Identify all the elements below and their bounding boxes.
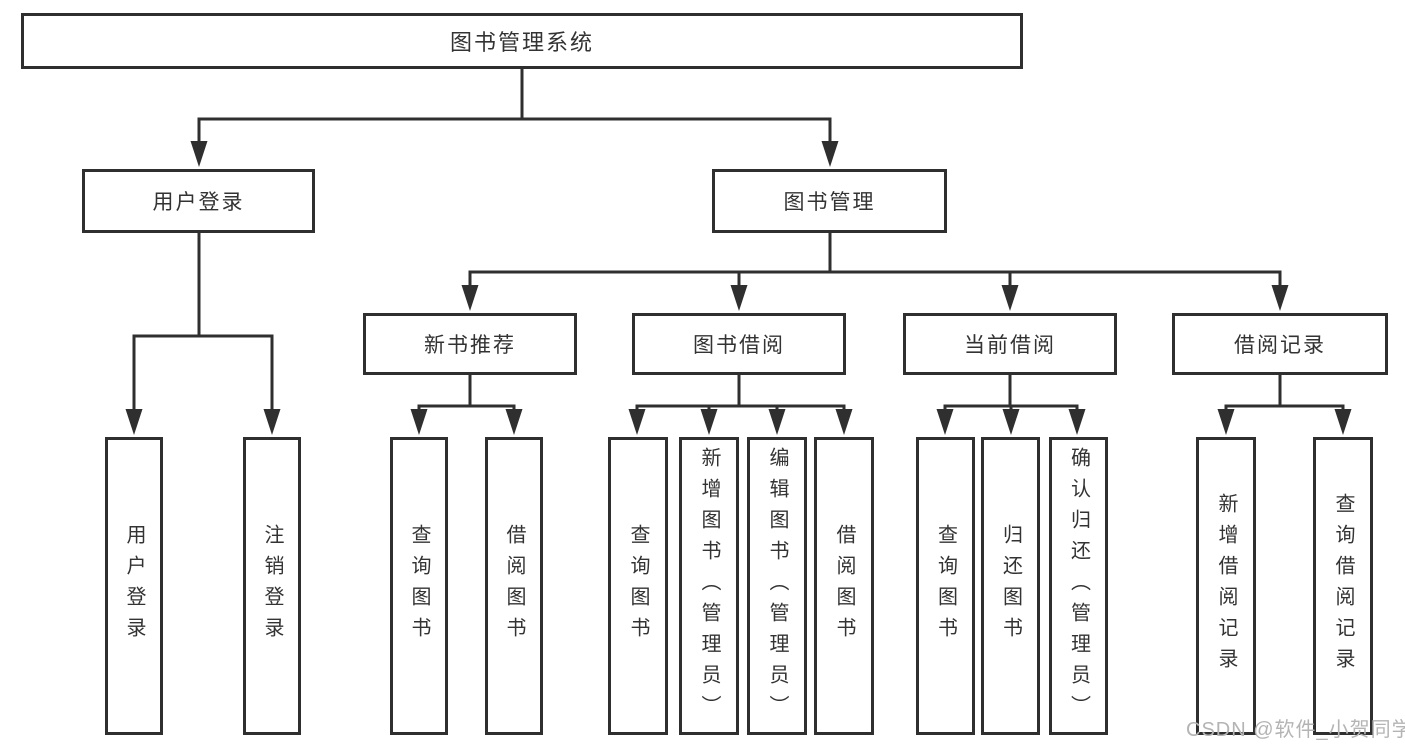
leaf-query-books-current: 查询图书 [916, 437, 975, 735]
leaf-return-books: 归还图书 [981, 437, 1040, 735]
connector-new-book-recommendation-to-leaves [410, 375, 523, 435]
connector-book-borrowing-to-leaves [628, 375, 853, 435]
connector-book-management-to-level3 [461, 233, 1289, 311]
leaf-confirm-return-admin: 确认归还（管理员） [1049, 437, 1108, 735]
node-borrowing-records: 借阅记录 [1172, 313, 1388, 375]
node-current-borrowing: 当前借阅 [903, 313, 1117, 375]
node-book-borrowing: 图书借阅 [632, 313, 846, 375]
connector-borrowing-records-to-leaves [1217, 375, 1352, 435]
connector-root-to-level2 [190, 69, 839, 167]
node-library-management-system: 图书管理系统 [21, 13, 1023, 69]
node-user-login: 用户登录 [82, 169, 315, 233]
leaf-query-borrowing-record: 查询借阅记录 [1313, 437, 1373, 735]
connector-current-borrowing-to-leaves [936, 375, 1086, 435]
leaf-add-borrowing-record: 新增借阅记录 [1196, 437, 1256, 735]
connector-user-login-to-leaves [125, 233, 281, 435]
leaf-borrow-books-borrowing: 借阅图书 [814, 437, 874, 735]
node-book-management: 图书管理 [712, 169, 947, 233]
node-new-book-recommendation: 新书推荐 [363, 313, 577, 375]
watermark: CSDN @软件_小贺同学 [1186, 719, 1405, 741]
leaf-user-login: 用户登录 [105, 437, 163, 735]
leaf-query-books-borrowing: 查询图书 [608, 437, 668, 735]
leaf-edit-books-admin: 编辑图书（管理员） [747, 437, 807, 735]
leaf-borrow-books-recommend: 借阅图书 [485, 437, 543, 735]
leaf-query-books-recommend: 查询图书 [390, 437, 448, 735]
leaf-logout: 注销登录 [243, 437, 301, 735]
leaf-add-books-admin: 新增图书（管理员） [679, 437, 739, 735]
